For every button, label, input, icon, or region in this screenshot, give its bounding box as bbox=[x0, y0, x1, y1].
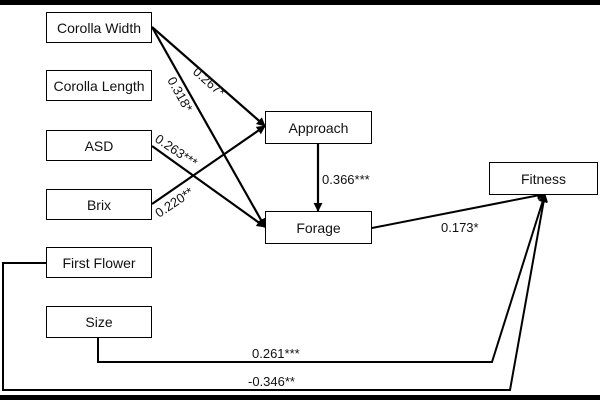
node-corolla-width: Corolla Width bbox=[46, 12, 152, 43]
bottom-border-band bbox=[0, 395, 600, 400]
arrow-size-to-fitness bbox=[97, 193, 547, 363]
node-asd: ASD bbox=[46, 130, 152, 161]
arrow-brix-to-approach bbox=[151, 125, 266, 205]
top-border-band bbox=[0, 0, 600, 5]
coef-corolla-width-approach: 0.267* bbox=[190, 64, 228, 100]
arrow-corolla-width-to-approach bbox=[151, 26, 266, 127]
node-corolla-length: Corolla Length bbox=[46, 70, 152, 101]
coef-first-flower-fitness: -0.346** bbox=[248, 374, 295, 389]
node-forage: Forage bbox=[265, 211, 372, 244]
node-brix: Brix bbox=[46, 189, 152, 220]
arrow-asd-to-forage bbox=[151, 145, 266, 228]
arrow-first-flower-to-fitness bbox=[2, 193, 549, 391]
coef-approach-forage: 0.366*** bbox=[322, 172, 370, 187]
coef-size-fitness: 0.261*** bbox=[252, 346, 300, 361]
node-size: Size bbox=[46, 306, 152, 338]
arrow-corolla-width-to-forage bbox=[151, 26, 266, 228]
coef-forage-fitness: 0.173* bbox=[441, 220, 479, 235]
node-fitness: Fitness bbox=[489, 162, 598, 195]
node-first-flower: First Flower bbox=[46, 247, 152, 278]
arrow-forage-to-fitness bbox=[371, 191, 546, 229]
node-approach: Approach bbox=[265, 111, 372, 144]
